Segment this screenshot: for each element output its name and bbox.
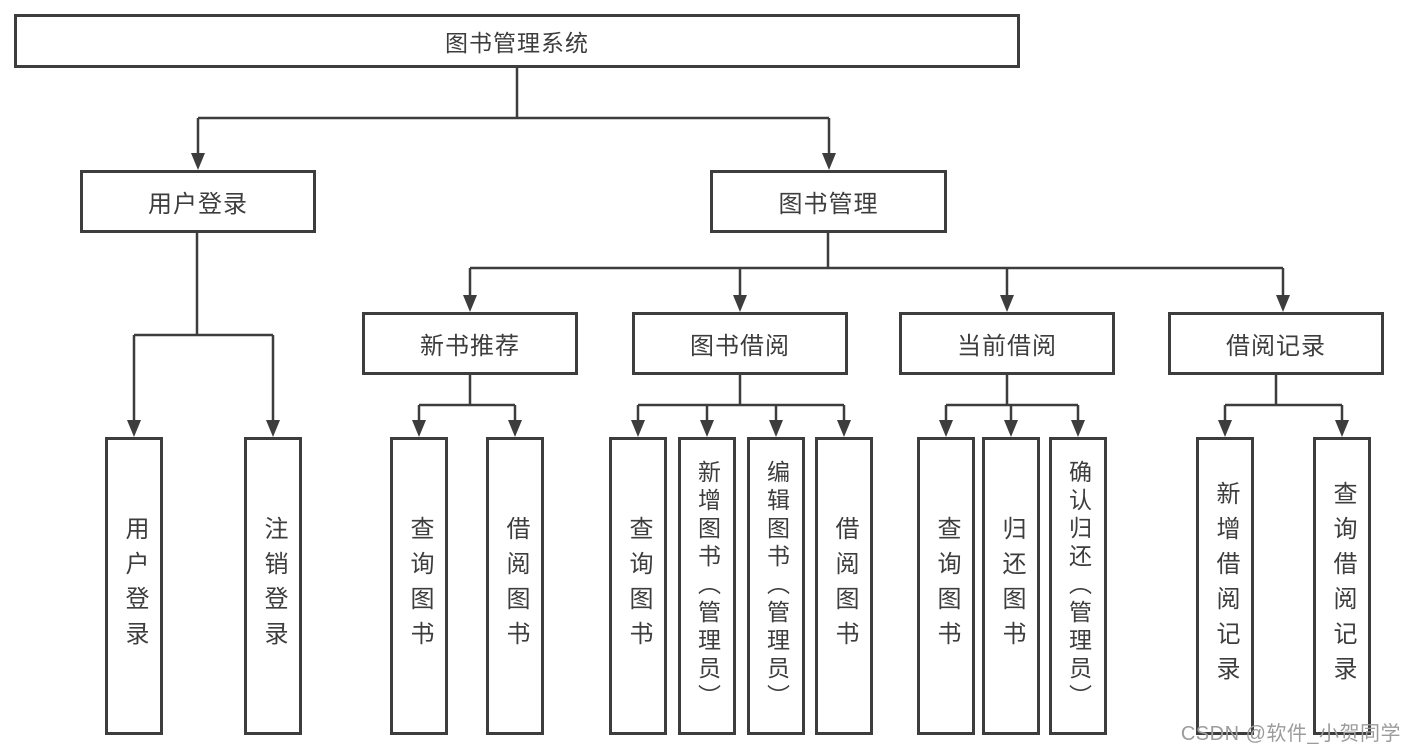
node-book-borrow: 图书借阅 xyxy=(632,312,848,375)
leaf-label: 查询图书 xyxy=(933,516,960,656)
leaf-label: 确认归还（管理员） xyxy=(1065,460,1092,712)
connector-stems xyxy=(132,68,1344,421)
node-new-book-recommend: 新书推荐 xyxy=(362,312,578,375)
leaf-label: 借阅图书 xyxy=(831,516,858,656)
node-borrow-records: 借阅记录 xyxy=(1168,312,1384,375)
leaf-label: 用户登录 xyxy=(121,516,148,656)
node-current-borrow: 当前借阅 xyxy=(899,312,1115,375)
leaf-add-book-admin: 新增图书（管理员） xyxy=(678,437,736,735)
arrowheads xyxy=(127,153,1349,437)
node-user-login: 用户登录 xyxy=(80,170,316,233)
leaf-borrow-books-recommend: 借阅图书 xyxy=(486,437,544,735)
leaf-label: 查询图书 xyxy=(625,516,652,656)
leaf-label: 新增图书（管理员） xyxy=(694,460,721,712)
leaf-confirm-return-admin: 确认归还（管理员） xyxy=(1049,437,1107,735)
leaf-edit-book-admin: 编辑图书（管理员） xyxy=(747,437,805,735)
leaf-logout: 注销登录 xyxy=(244,437,302,735)
leaf-label: 新增借阅记录 xyxy=(1212,481,1239,691)
leaf-query-borrow-record: 查询借阅记录 xyxy=(1313,437,1371,735)
node-library-system: 图书管理系统 xyxy=(14,14,1020,68)
leaf-label: 查询图书 xyxy=(406,516,433,656)
leaf-label: 查询借阅记录 xyxy=(1329,481,1356,691)
leaf-query-books-current: 查询图书 xyxy=(917,437,975,735)
leaf-user-login: 用户登录 xyxy=(105,437,163,735)
leaf-query-books-recommend: 查询图书 xyxy=(390,437,448,735)
leaf-label: 归还图书 xyxy=(998,516,1025,656)
leaf-query-books-borrow: 查询图书 xyxy=(609,437,667,735)
leaf-borrow-books: 借阅图书 xyxy=(815,437,873,735)
leaf-add-borrow-record: 新增借阅记录 xyxy=(1196,437,1254,735)
leaf-label: 注销登录 xyxy=(260,516,287,656)
node-book-management: 图书管理 xyxy=(710,170,947,233)
leaf-label: 编辑图书（管理员） xyxy=(763,460,790,712)
leaf-label: 借阅图书 xyxy=(502,516,529,656)
leaf-return-books: 归还图书 xyxy=(982,437,1040,735)
watermark: CSDN @软件_小贺同学 xyxy=(1180,723,1401,745)
